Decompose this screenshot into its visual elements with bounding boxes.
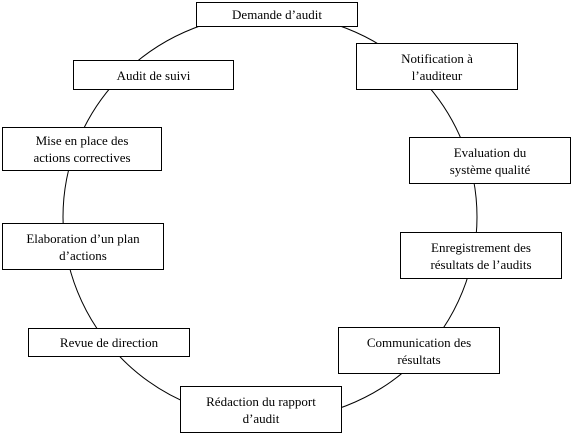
step-elaboration-plan-label: Elaboration d’un plan d’actions xyxy=(26,230,140,263)
step-notification-auditeur-label: Notification à l’auditeur xyxy=(401,50,473,83)
step-notification-auditeur: Notification à l’auditeur xyxy=(356,43,518,90)
step-revue-direction-label: Revue de direction xyxy=(59,335,159,350)
step-communication-resultats-label: Communication des résultats xyxy=(366,334,472,367)
step-evaluation-systeme: Evaluation du système qualité xyxy=(409,137,571,184)
step-elaboration-plan: Elaboration d’un plan d’actions xyxy=(2,223,164,270)
step-enregistrement-resultats: Enregistrement des résultats de l’audits xyxy=(400,232,562,279)
step-enregistrement-resultats-label: Enregistrement des résultats de l’audits xyxy=(430,239,532,272)
step-revue-direction: Revue de direction xyxy=(28,328,190,357)
step-audit-suivi: Audit de suivi xyxy=(73,60,234,90)
step-communication-resultats: Communication des résultats xyxy=(338,327,500,374)
step-demande-audit: Demande d’audit xyxy=(196,2,358,27)
step-evaluation-systeme-label: Evaluation du système qualité xyxy=(449,144,531,177)
step-redaction-rapport: Rédaction du rapport d’audit xyxy=(180,386,342,433)
step-mise-en-place-actions: Mise en place des actions correctives xyxy=(2,127,162,171)
step-audit-suivi-label: Audit de suivi xyxy=(116,67,191,83)
step-demande-audit-label: Demande d’audit xyxy=(232,7,322,22)
step-redaction-rapport-label: Rédaction du rapport d’audit xyxy=(206,393,316,426)
step-mise-en-place-actions-label: Mise en place des actions correctives xyxy=(33,133,131,165)
